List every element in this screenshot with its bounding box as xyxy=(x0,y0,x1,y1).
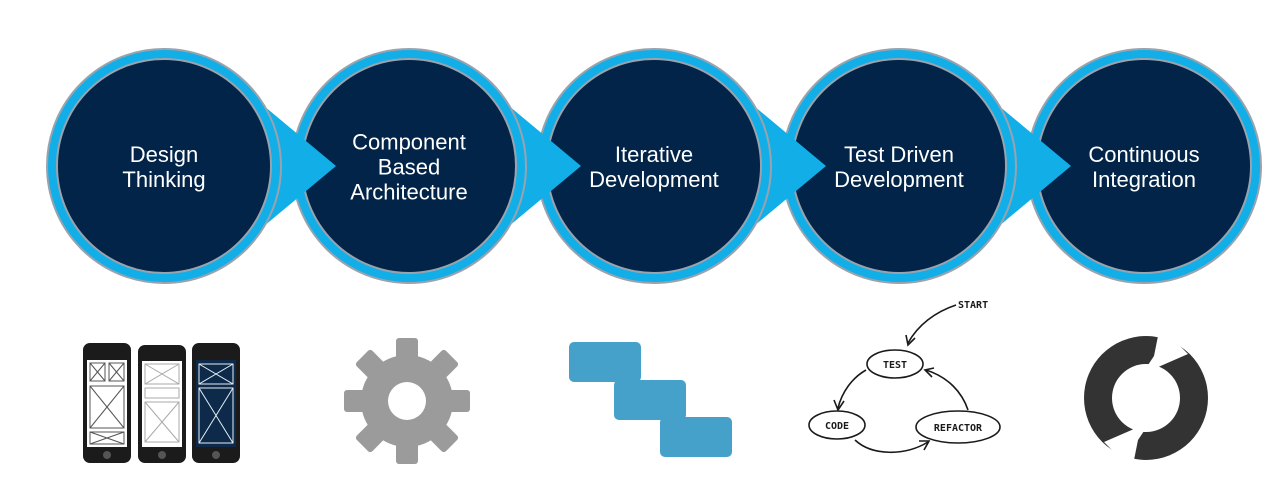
stage-title-line: Based xyxy=(377,154,441,180)
stage-title-line: Development xyxy=(834,167,964,192)
stage-title-line: Component xyxy=(352,129,466,155)
tdd-test-label: TEST xyxy=(883,360,907,371)
cycle-arrows-icon xyxy=(1084,326,1208,470)
stage-title-line: Architecture xyxy=(350,179,468,205)
tdd-code-label: CODE xyxy=(825,421,849,432)
stage-title-line: Test Driven xyxy=(843,142,955,167)
circle-body xyxy=(56,58,272,274)
stage-title-line: Design xyxy=(129,142,199,167)
gear-icon xyxy=(344,338,470,464)
stage-circle xyxy=(781,48,1071,284)
iteration-blocks-icon xyxy=(569,342,732,457)
stage-title-line: Thinking xyxy=(122,167,206,192)
stage-title-line: Integration xyxy=(1092,167,1196,192)
tdd-refactor-label: REFACTOR xyxy=(934,423,983,434)
tdd-start-label: START xyxy=(958,300,988,311)
phone-wireframes-icon xyxy=(83,343,240,463)
stage-circle xyxy=(536,48,826,284)
stage-circle xyxy=(1026,48,1262,284)
stage-title-line: Continuous xyxy=(1088,142,1200,167)
stage-circles xyxy=(46,48,1262,284)
stage-circle xyxy=(46,48,336,284)
stage-title-line: Development xyxy=(589,167,719,192)
tdd-cycle-icon: START TEST CODE REFACTOR xyxy=(808,300,1001,454)
stage-title-line: Iterative xyxy=(614,142,694,167)
